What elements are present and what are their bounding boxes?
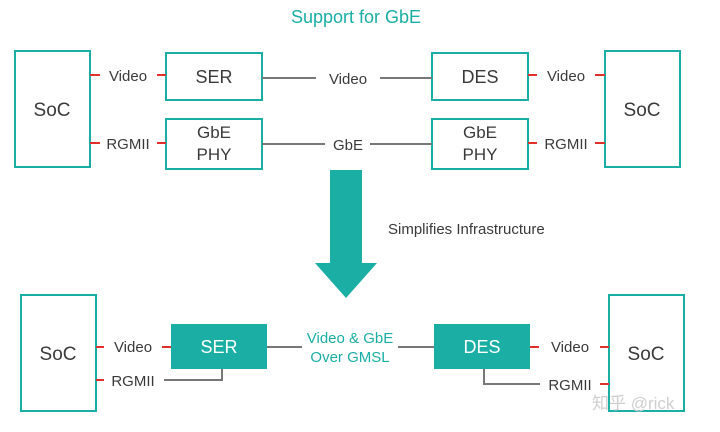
top-rgmii-right-label: RGMII	[544, 136, 587, 153]
bottom-rgmii-left-label: RGMII	[111, 373, 154, 390]
bottom-ser-box	[171, 324, 267, 369]
watermark-text: 知乎 @rick	[592, 394, 675, 413]
bottom-soc-right-box	[608, 294, 685, 412]
bottom-rgmii-right-link	[483, 369, 540, 385]
top-gbe-link-label: GbE	[333, 137, 363, 154]
top-section: SoC SoC SER DES GbE PHY GbE PHY Video RG…	[14, 50, 681, 170]
bottom-des-label: DES	[463, 337, 500, 357]
top-ser-label: SER	[195, 67, 232, 87]
top-des-label: DES	[461, 67, 498, 87]
top-gbe-phy-left-line1: GbE	[197, 123, 231, 142]
bottom-soc-left-box	[20, 294, 97, 412]
bottom-soc-right-label: SoC	[628, 344, 665, 365]
diagram-title: Support for GbE	[291, 7, 421, 27]
bottom-video-left-label: Video	[114, 339, 152, 356]
bottom-gmsl-label-line1: Video & GbE	[307, 330, 393, 347]
top-soc-left-box	[14, 50, 91, 168]
top-gbe-phy-left-line2: PHY	[197, 145, 232, 164]
top-gbe-phy-right-line1: GbE	[463, 123, 497, 142]
top-soc-left-label: SoC	[34, 100, 71, 121]
bottom-ser-label: SER	[200, 337, 237, 357]
bottom-soc-left-label: SoC	[40, 344, 77, 365]
bottom-rgmii-right-label: RGMII	[548, 377, 591, 394]
top-video-right-label: Video	[547, 68, 585, 85]
down-arrow	[315, 170, 377, 298]
top-soc-right-label: SoC	[624, 100, 661, 121]
top-rgmii-left-label: RGMII	[106, 136, 149, 153]
bottom-gmsl-label-line2: Over GMSL	[310, 349, 389, 366]
arrow-caption: Simplifies Infrastructure	[388, 221, 545, 238]
top-gbe-phy-left-box	[165, 118, 263, 170]
top-des-box	[431, 52, 529, 101]
top-soc-right-box	[604, 50, 681, 168]
bottom-section: SoC SoC SER DES Video RGMII Video & GbE …	[20, 294, 685, 412]
bottom-video-right-label: Video	[551, 339, 589, 356]
bottom-rgmii-left-link	[164, 369, 223, 381]
top-ser-box	[165, 52, 263, 101]
top-video-link-label: Video	[329, 71, 367, 88]
top-gbe-phy-right-line2: PHY	[463, 145, 498, 164]
bottom-des-box	[434, 324, 530, 369]
top-video-left-label: Video	[109, 68, 147, 85]
